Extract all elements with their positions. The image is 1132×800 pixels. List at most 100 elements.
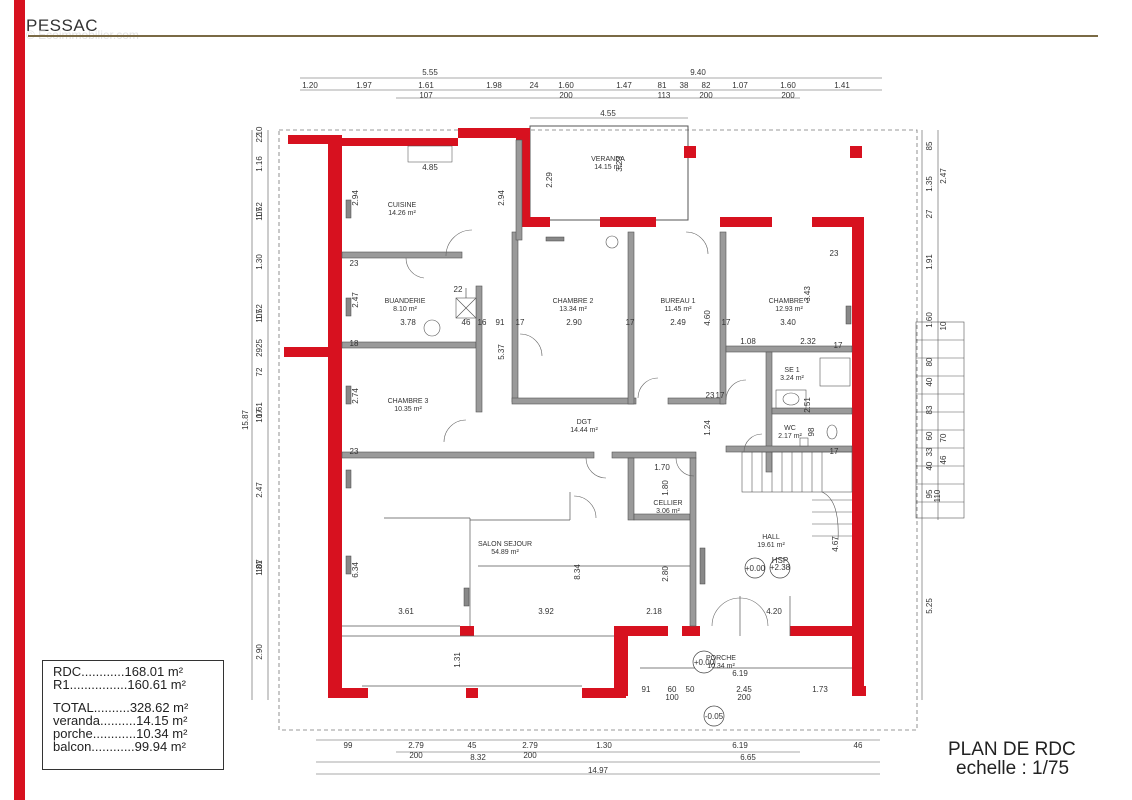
wall-n3 (720, 217, 772, 227)
room-area-2: 8.10 m² (393, 306, 417, 313)
dim-interior-22: 1.70 (654, 463, 670, 472)
wall-porch-top (614, 626, 668, 636)
dim-interior-46: 23 (350, 447, 359, 456)
dim-veranda-0: 4.55 (600, 109, 616, 118)
dim-right1-4: 1.91 (925, 254, 934, 270)
room-area-7: 2.17 m² (778, 433, 802, 440)
dim-interior-45: 23 (830, 249, 839, 258)
dim-top2-2: 1.61 (418, 81, 434, 90)
interior-walls (341, 139, 853, 627)
dim-top2-12: 1.41 (834, 81, 850, 90)
room-area-12: 19.61 m² (757, 542, 785, 549)
wall-n1 (516, 217, 550, 227)
dim-right1-17: 5.25 (925, 598, 934, 614)
dim-interior-12: 3.40 (780, 318, 796, 327)
dim-interior-38: 1.73 (812, 685, 828, 694)
plan-scale: echelle : 1/75 (956, 758, 1070, 779)
level-label-1-0: HSP (772, 556, 788, 565)
wall-n2 (600, 217, 656, 227)
dim-top2-10: 1.07 (732, 81, 748, 90)
dim-right1-9: 83 (925, 405, 934, 414)
dim-left2-11: 107 (255, 409, 264, 423)
dim-top3-4: 200 (781, 91, 795, 100)
dim-interior-31: 4.20 (766, 607, 782, 616)
dim-interior-50: 22 (454, 285, 463, 294)
wall-north-stub (288, 135, 342, 144)
dim-right1-2: 2.47 (939, 168, 948, 184)
header-rule (28, 35, 1098, 37)
dim-right1-12: 33 (925, 447, 934, 456)
dim-right1-11: 70 (939, 433, 948, 442)
dim-interior-37: 2.45 (736, 685, 752, 694)
dim-interior-49: 17 (834, 341, 843, 350)
dim-bottom4-0: 14.97 (588, 766, 609, 775)
legend-row-rdc: RDC............168.01 m² (53, 664, 184, 679)
dim-interior-13: 5.37 (497, 344, 506, 360)
dim-bottom2-0: 200 (409, 751, 423, 760)
dim-interior-29: 3.92 (538, 607, 554, 616)
room-name-11: SALON SEJOUR (478, 541, 532, 548)
dim-interior-25: 8.34 (573, 564, 582, 580)
room-name-0: CUISINE (388, 202, 417, 209)
wall-west-stub (284, 347, 336, 357)
dim-interior-6: 91 (496, 318, 505, 327)
dim-bottom1-6: 46 (854, 741, 863, 750)
dim-interior-17: 2.32 (800, 337, 816, 346)
area-summary: RDC............168.01 m² R1.............… (42, 660, 224, 770)
dim-interior-33: 6.19 (732, 669, 748, 678)
dim-top2-8: 38 (680, 81, 689, 90)
dim-interior-11: 17 (722, 318, 731, 327)
room-area-13: 10.34 m² (707, 663, 735, 670)
dim-top1-0: 5.55 (422, 68, 438, 77)
dim-interior-0: 4.85 (422, 163, 438, 172)
dim-bottom3-1: 6.65 (740, 753, 756, 762)
pillar-1 (684, 146, 696, 158)
level-label-2-0: +0.00 (694, 658, 715, 667)
partitions (342, 288, 852, 687)
room-name-6: SE 1 (784, 367, 799, 374)
room-name-9: DGT (577, 419, 593, 426)
radiators (345, 145, 852, 607)
dim-interior-41: 23 (350, 259, 359, 268)
dim-right1-14: 40 (925, 461, 934, 470)
dim-right1-10: 60 (925, 431, 934, 440)
wall-east (852, 217, 864, 687)
exterior-stair (915, 321, 965, 519)
wall-south-3 (466, 688, 478, 698)
dim-left2-4: 107 (255, 207, 264, 221)
dimension-lines (251, 77, 939, 775)
exterior-walls (284, 128, 866, 698)
dim-right1-5: 1.60 (925, 312, 934, 328)
dim-right1-3: 27 (925, 209, 934, 218)
dim-right1-6: 10 (939, 321, 948, 330)
dim-interior-23: 1.80 (661, 480, 670, 496)
dim-top3-0: 107 (419, 91, 433, 100)
room-area-1: 14.15 m² (594, 164, 622, 171)
dim-top2-7: 81 (658, 81, 667, 90)
dim-bottom1-1: 2.79 (408, 741, 424, 750)
dim-interior-4: 3.78 (400, 318, 416, 327)
dim-right1-0: 85 (925, 141, 934, 150)
dim-top2-5: 1.60 (558, 81, 574, 90)
dim-interior-47: 17 (830, 447, 839, 456)
room-name-7: WC (784, 425, 796, 432)
dim-top2-4: 24 (530, 81, 539, 90)
fixtures (423, 235, 851, 447)
page-title: PESSAC (26, 16, 98, 35)
room-name-10: CELLIER (653, 500, 682, 507)
dim-left1-0: 15.87 (241, 409, 250, 430)
dim-interior-35: 60 (668, 685, 677, 694)
dim-bottom3-0: 8.32 (470, 753, 486, 762)
dim-interior-26: 2.80 (661, 566, 670, 582)
dim-interior-5: 46 (462, 318, 471, 327)
wall-south-4 (582, 688, 626, 698)
dim-interior-21: 98 (807, 427, 816, 436)
dim-top3-3: 200 (699, 91, 713, 100)
room-area-9: 14.44 m² (570, 427, 598, 434)
dim-interior-40: 200 (737, 693, 751, 702)
dim-top1-1: 9.40 (690, 68, 706, 77)
dim-interior-10: 2.49 (670, 318, 686, 327)
